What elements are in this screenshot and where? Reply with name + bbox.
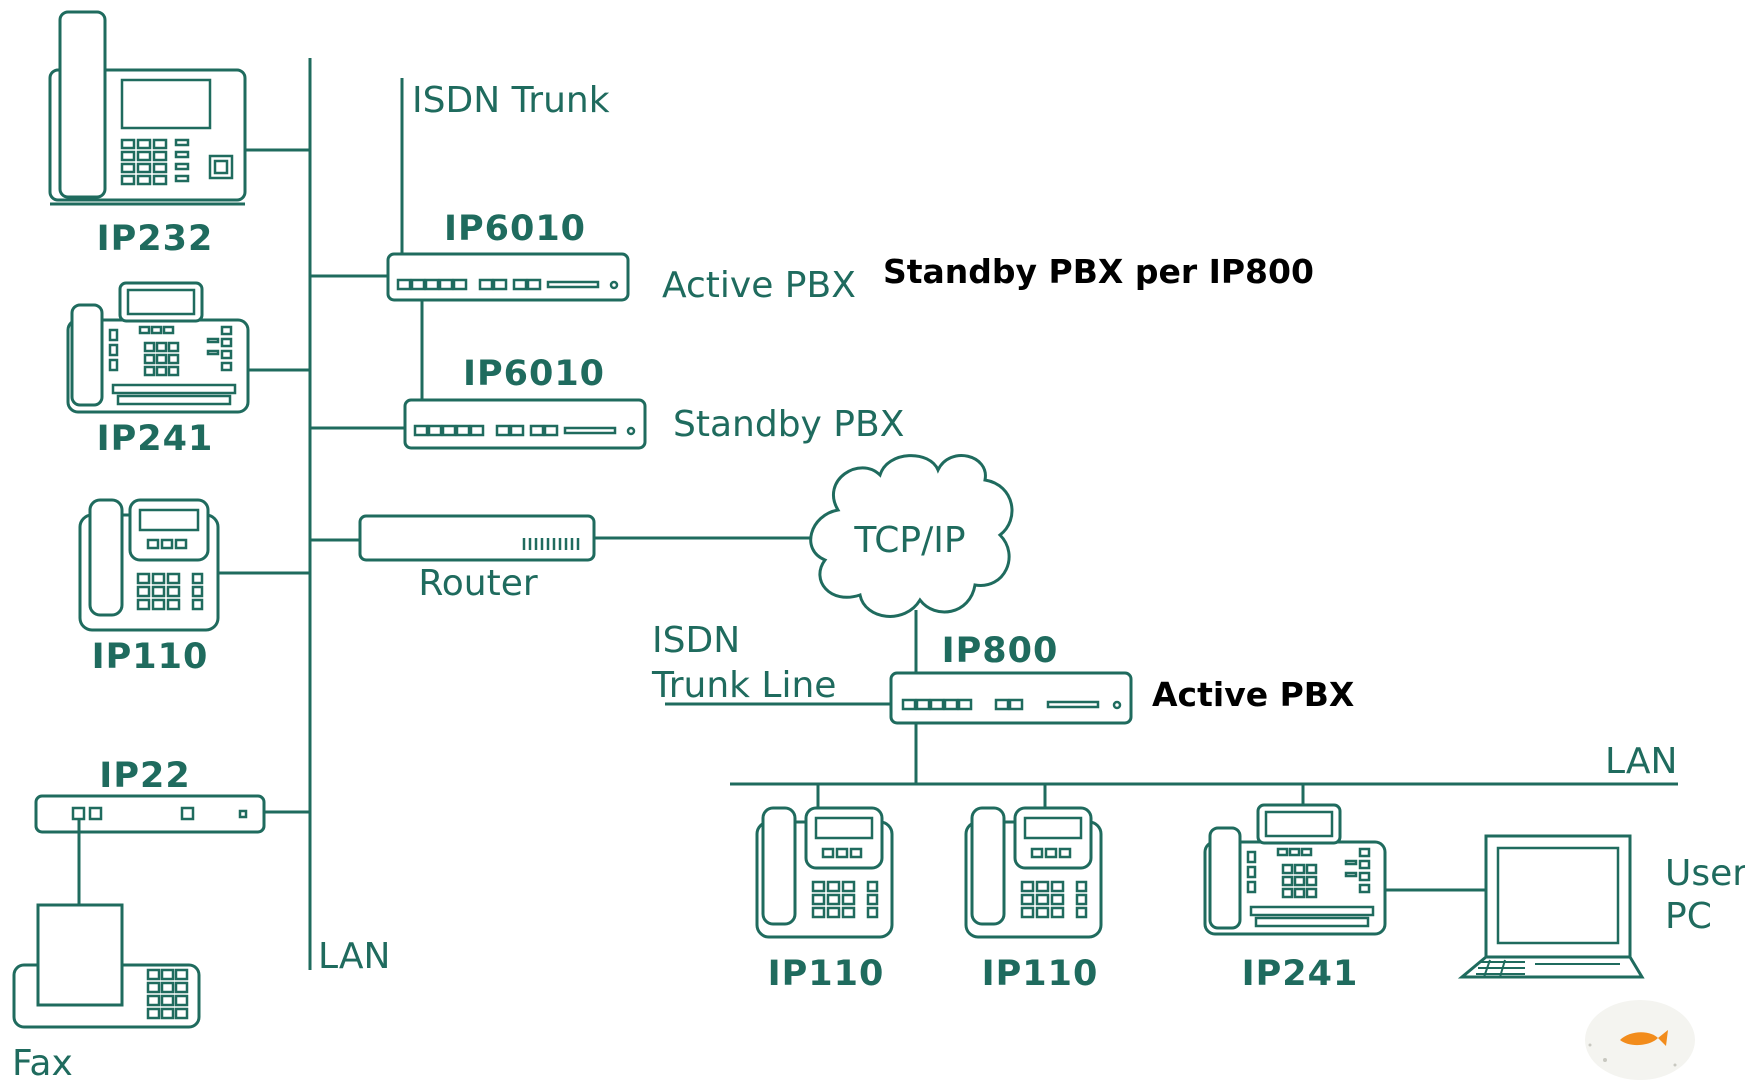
ip241-bottom-phone-icon [1203,803,1387,936]
fax-icon [12,903,201,1029]
ip800-pbx-icon [889,671,1133,725]
ip110-left-label: IP110 [92,637,209,677]
router-icon [358,514,596,562]
fish-logo-icon [1585,1000,1695,1080]
ip232-phone-icon [48,10,247,206]
ip110-bottom-b-label: IP110 [982,954,1099,994]
isdn-line-label-2: Trunk Line [651,665,836,706]
ip6010-active-label: IP6010 [444,209,586,249]
user-pc-label-2: PC [1665,896,1712,937]
ip6010-active-pbx-icon [386,252,630,302]
fax-label: Fax [12,1043,73,1081]
lan-right-label: LAN [1605,741,1677,782]
ip110-bottom-b-phone-icon [964,806,1103,939]
ip241-phone-icon [66,281,250,414]
lan-left-label: LAN [318,936,390,977]
isdn-line-label-1: ISDN [652,620,740,661]
ip800-label: IP800 [942,631,1059,671]
tcpip-cloud-icon [809,454,1014,618]
ip232-label: IP232 [97,219,214,259]
ip241-bottom-label: IP241 [1242,954,1359,994]
laptop-icon [1457,834,1645,979]
ip6010-standby-label: IP6010 [463,354,605,394]
user-pc-label-1: User [1665,853,1745,894]
ip110-bottom-a-phone-icon [755,806,894,939]
isdn-trunk-label: ISDN Trunk [412,80,610,121]
ip22-label: IP22 [99,756,190,796]
ip22-gateway-icon [34,794,266,834]
standby-pbx-label: Standby PBX [673,404,904,445]
router-label: Router [418,563,538,604]
active-pbx-top-label: Active PBX [662,265,856,306]
ip6010-standby-pbx-icon [403,398,647,450]
active-pbx-bottom-label: Active PBX [1152,675,1354,714]
diagram-heading: Standby PBX per IP800 [883,252,1314,291]
ip110-bottom-a-label: IP110 [768,954,885,994]
ip241-left-label: IP241 [97,419,214,459]
ip110-left-phone-icon [78,498,220,632]
cloud-label: TCP/IP [853,520,965,561]
